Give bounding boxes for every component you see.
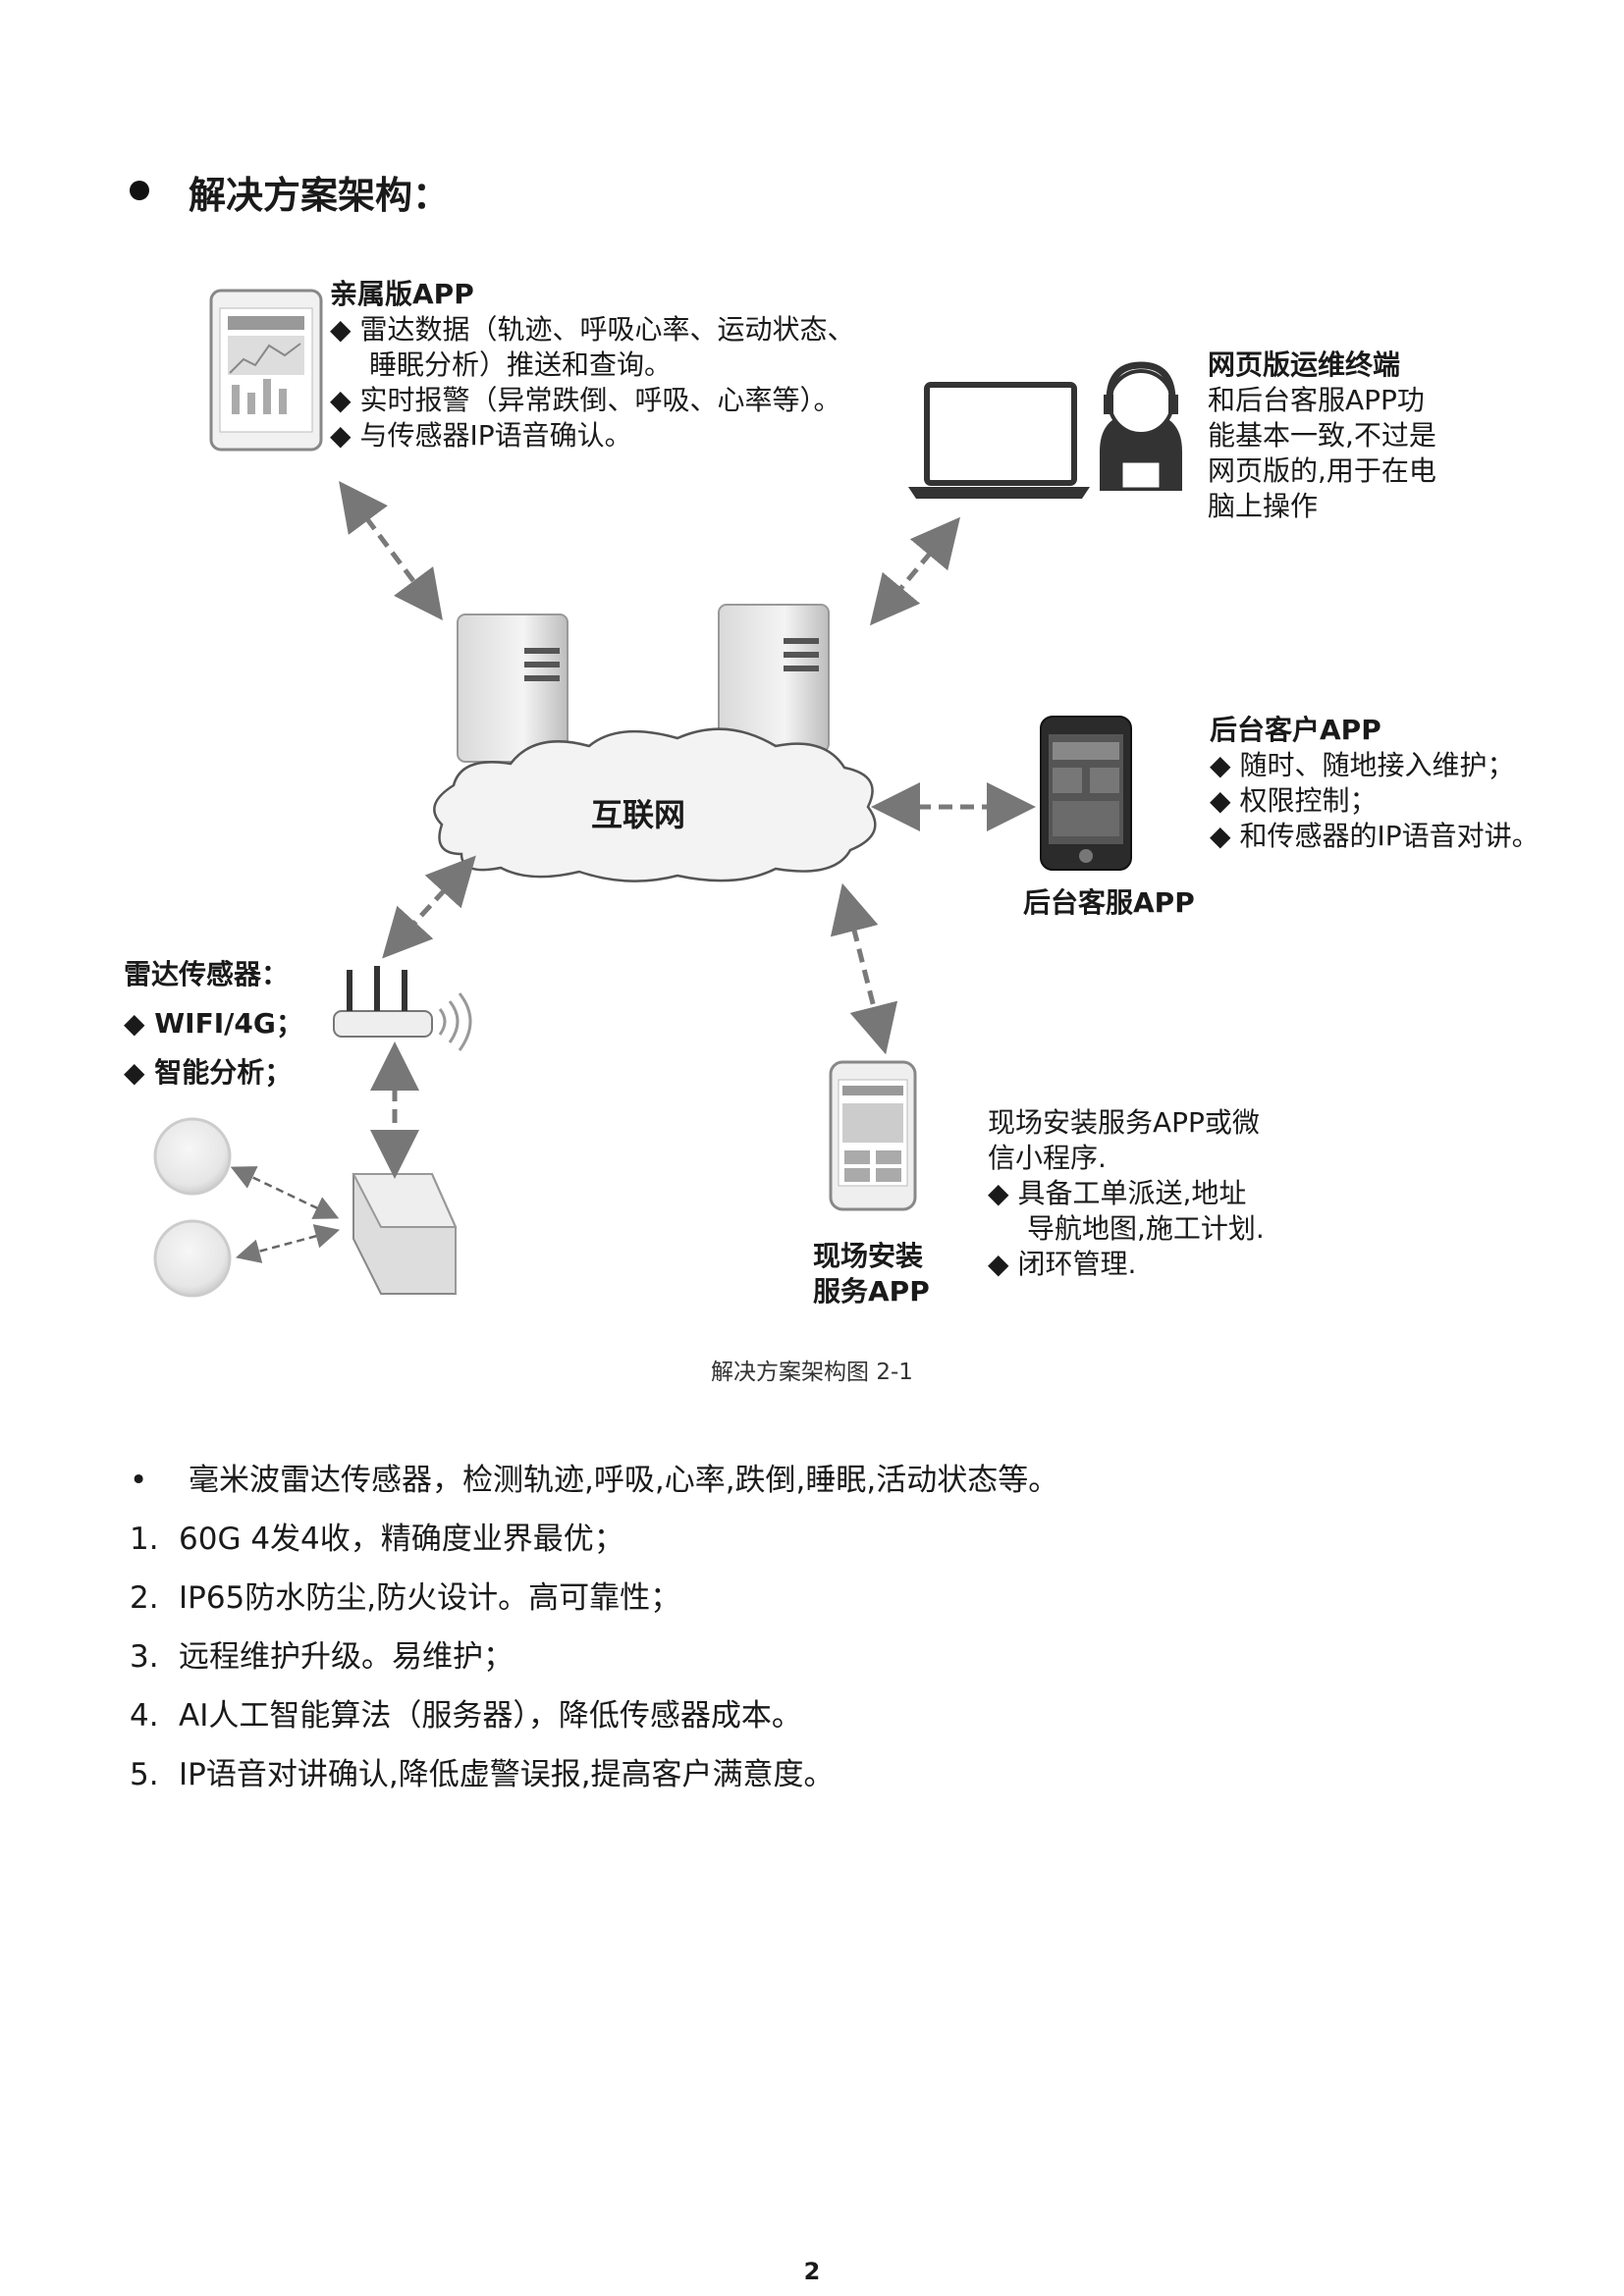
client-app-item: 和传感器的IP语音对讲。 (1210, 819, 1539, 854)
relative-app-item: 实时报警（异常跌倒、呼吸、心率等）。 (330, 383, 854, 418)
relative-app-phone-icon (209, 289, 323, 452)
section-heading: 解决方案架构： (189, 174, 451, 217)
feature-list: •毫米波雷达传感器，检测轨迹,呼吸,心率,跌倒,睡眠,活动状态等。 1.60G … (130, 1451, 1058, 1804)
radar-sensor-label: 雷达传感器： WIFI/4G； 智能分析； (124, 950, 303, 1097)
radar-sensor-box-icon (352, 1173, 458, 1295)
internet-cloud-icon (433, 727, 877, 882)
relative-app-item: 雷达数据（轨迹、呼吸心率、运动状态、 (330, 312, 854, 347)
client-app-item: 权限控制； (1210, 783, 1540, 819)
service-app-caption: 后台客服APP (1023, 886, 1195, 919)
list-item: 1.60G 4发4收，精确度业界最优； (130, 1522, 624, 1557)
heading-bullet-icon (130, 181, 149, 200)
install-app-desc: 现场安装服务APP或微 信小程序. 具备工单派送,地址 导航地图,施工计划. 闭… (988, 1105, 1265, 1282)
install-app-item: 具备工单派送,地址 (988, 1176, 1265, 1211)
web-terminal-label: 网页版运维终端 和后台客服APP功 能基本一致,不过是 网页版的,用于在电 脑上… (1208, 348, 1436, 522)
list-item: 2.IP65防水防尘,防火设计。高可靠性； (130, 1580, 681, 1616)
internet-label: 互联网 (591, 796, 686, 833)
connection-arrows (339, 480, 1036, 1179)
install-app-item-cont: 导航地图,施工计划. (1027, 1212, 1265, 1245)
install-app-item: 闭环管理. (988, 1247, 1265, 1282)
figure-caption: 解决方案架构图 2-1 (711, 1360, 913, 1385)
laptop-icon (908, 382, 1090, 499)
server-icon (457, 614, 568, 763)
install-app-caption: 现场安装 服务APP (813, 1240, 930, 1308)
page-number: 2 (803, 2258, 821, 2285)
support-agent-icon (1100, 361, 1182, 491)
list-item: 5.IP语音对讲确认,降低虚警误报,提高客户满意度。 (130, 1757, 835, 1792)
radar-item: 智能分析； (124, 1048, 303, 1097)
relative-app-item-cont: 睡眠分析）推送和查询。 (369, 348, 673, 381)
sensor-link-arrows (230, 1166, 341, 1263)
sensor-disc-icon (153, 1117, 232, 1196)
radar-item: WIFI/4G； (124, 999, 303, 1048)
bullet-icon: • (130, 1463, 148, 1498)
list-item: 4.AI人工智能算法（服务器），降低传感器成本。 (130, 1698, 802, 1734)
relative-app-label: 亲属版APP 雷达数据（轨迹、呼吸心率、运动状态、 睡眠分析）推送和查询。 实时… (330, 277, 854, 454)
router-icon (333, 966, 472, 1051)
architecture-diagram (153, 289, 1182, 1298)
list-item: 3.远程维护升级。易维护； (130, 1639, 514, 1675)
sensor-disc-icon (153, 1219, 232, 1298)
service-app-phone-icon (1040, 716, 1132, 871)
install-app-phone-icon (829, 1060, 917, 1211)
list-item: •毫米波雷达传感器，检测轨迹,呼吸,心率,跌倒,睡眠,活动状态等。 (130, 1451, 1058, 1510)
client-app-label: 后台客户APP 随时、随地接入维护； 权限控制； 和传感器的IP语音对讲。 (1210, 713, 1540, 854)
relative-app-item: 与传感器IP语音确认。 (330, 418, 854, 454)
client-app-item: 随时、随地接入维护； (1210, 748, 1540, 783)
